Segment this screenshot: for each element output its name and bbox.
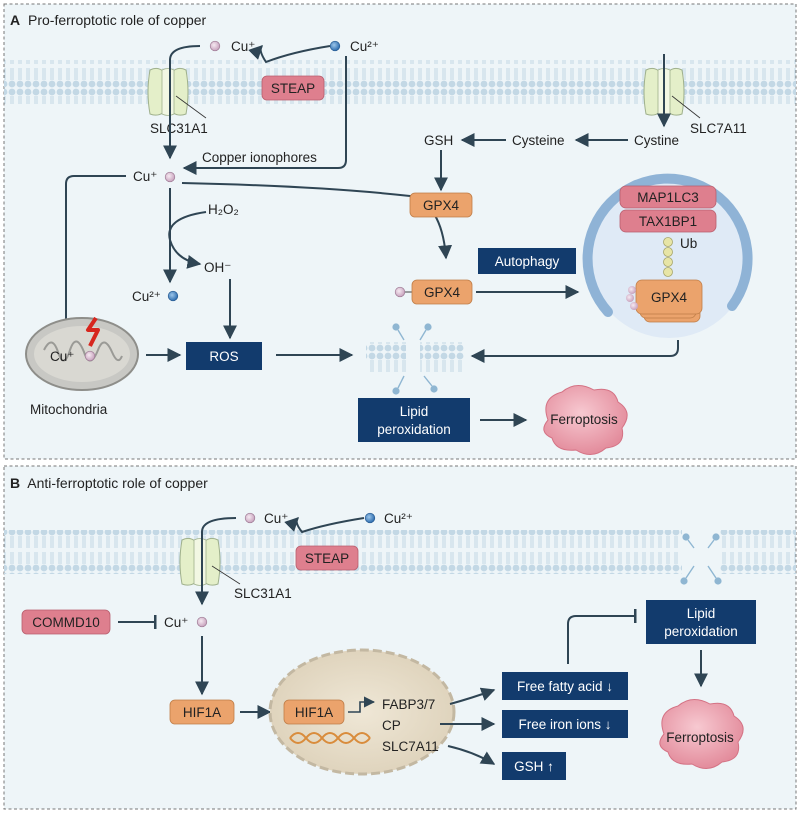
steap-box-b bbox=[295, 545, 359, 571]
cu-plus-ion-icon bbox=[209, 40, 221, 52]
ferroptosis-label-b: Ferroptosis bbox=[666, 730, 734, 745]
oh-label: OH⁻ bbox=[204, 260, 231, 275]
autophagy-label: Autophagy bbox=[495, 254, 560, 269]
commd10-label: COMMD10 bbox=[32, 615, 100, 630]
steap-label-a: STEAP bbox=[271, 81, 315, 96]
hif1a-box-cytoplasm bbox=[169, 699, 235, 725]
gpx4-label-autophagosome: GPX4 bbox=[651, 290, 688, 305]
mitochondrion-icon bbox=[25, 317, 139, 391]
cystine-label: Cystine bbox=[634, 133, 679, 148]
cu2-ion-icon bbox=[329, 40, 341, 52]
svg-text:A Pro-ferroptotic role o: A Pro-ferroptotic role of copper bbox=[10, 12, 207, 28]
ub-label: Ub bbox=[680, 236, 697, 251]
panel-b: B Anti-ferroptotic role of copper SLC31A… bbox=[3, 465, 797, 810]
panel-b-letter: B bbox=[10, 475, 20, 491]
slc31a1-label-a: SLC31A1 bbox=[150, 121, 208, 136]
gsh-label-a: GSH bbox=[424, 133, 453, 148]
lipid-peroxidation-line1-a: Lipid bbox=[400, 404, 429, 419]
free-iron-ions-label: Free iron ions ↓ bbox=[518, 717, 611, 732]
cu-plus-center-a: Cu⁺ bbox=[133, 169, 157, 184]
steap-box-a bbox=[261, 75, 325, 101]
h2o2-label: H₂O₂ bbox=[208, 202, 239, 217]
lipid-peroxidation-box-b bbox=[646, 600, 756, 644]
panel-a: A Pro-ferroptotic role of copper SLC31A1… bbox=[3, 3, 797, 460]
autophagy-box bbox=[478, 248, 576, 274]
slc31a1-channel-icon-b bbox=[179, 537, 221, 586]
free-iron-ions-box bbox=[502, 710, 628, 738]
cu-plus-top-a: Cu⁺ bbox=[231, 39, 255, 54]
cu2-product-label: Cu²⁺ bbox=[132, 289, 161, 304]
hif1a-label-cytoplasm: HIF1A bbox=[183, 705, 221, 720]
mitochondria-label: Mitochondria bbox=[30, 402, 108, 417]
gsh-up-box bbox=[502, 752, 566, 780]
panel-a-letter: A bbox=[10, 12, 20, 28]
target-slc7a11: SLC7A11 bbox=[382, 739, 439, 754]
cu2-product-icon bbox=[167, 290, 179, 302]
gpx4-box-top bbox=[409, 192, 473, 218]
slc7a11-label: SLC7A11 bbox=[690, 121, 747, 136]
steap-label-b: STEAP bbox=[305, 551, 349, 566]
autophagosome-icon bbox=[582, 173, 753, 338]
panel-a-title: Pro-ferroptotic role of copper bbox=[28, 12, 207, 28]
target-fabp37: FABP3/7 bbox=[382, 697, 435, 712]
gpx4-label-top: GPX4 bbox=[423, 198, 460, 213]
gpx4-box-bound bbox=[411, 279, 473, 305]
cu-plus-mito-label: Cu⁺ bbox=[50, 349, 74, 364]
map1lc3-label: MAP1LC3 bbox=[637, 190, 699, 205]
cysteine-label: Cysteine bbox=[512, 133, 565, 148]
gpx4-label-bound: GPX4 bbox=[424, 285, 461, 300]
free-fatty-acid-box bbox=[502, 672, 628, 700]
copper-ionophores-label: Copper ionophores bbox=[202, 150, 317, 165]
ros-box bbox=[186, 342, 262, 370]
lipid-peroxidation-line2-a: peroxidation bbox=[377, 422, 451, 437]
panel-b-title: Anti-ferroptotic role of copper bbox=[27, 475, 208, 491]
lipid-peroxidation-box-a bbox=[358, 398, 470, 442]
commd10-box bbox=[21, 609, 111, 635]
cu-plus-top-b: Cu⁺ bbox=[264, 511, 288, 526]
svg-text:B Anti-ferroptotic role: B Anti-ferroptotic role of copper bbox=[10, 475, 208, 491]
slc31a1-label-b: SLC31A1 bbox=[234, 586, 292, 601]
ros-label: ROS bbox=[209, 349, 238, 364]
free-fatty-acid-label: Free fatty acid ↓ bbox=[517, 679, 613, 694]
cu2-top-a: Cu²⁺ bbox=[350, 39, 379, 54]
target-cp: CP bbox=[382, 718, 401, 733]
gsh-up-label: GSH ↑ bbox=[514, 759, 554, 774]
ferroptotic-cell-icon-b bbox=[659, 699, 744, 769]
cu-plus-center-b: Cu⁺ bbox=[164, 615, 188, 630]
cu2-top-b: Cu²⁺ bbox=[384, 511, 413, 526]
ferroptotic-cell-icon bbox=[543, 385, 628, 455]
hif1a-box-nucleus bbox=[283, 699, 345, 725]
hif1a-label-nucleus: HIF1A bbox=[295, 705, 333, 720]
dna-helix-icon bbox=[289, 732, 371, 744]
slc31a1-channel-icon bbox=[147, 67, 189, 116]
lipid-peroxidation-line2-b: peroxidation bbox=[664, 624, 738, 639]
lipid-bilayer-icon bbox=[366, 323, 464, 395]
lipid-peroxidation-line1-b: Lipid bbox=[687, 606, 716, 621]
ferroptosis-label-a: Ferroptosis bbox=[550, 412, 618, 427]
tax1bp1-label: TAX1BP1 bbox=[639, 214, 697, 229]
damage-bolt-icon bbox=[86, 316, 100, 347]
